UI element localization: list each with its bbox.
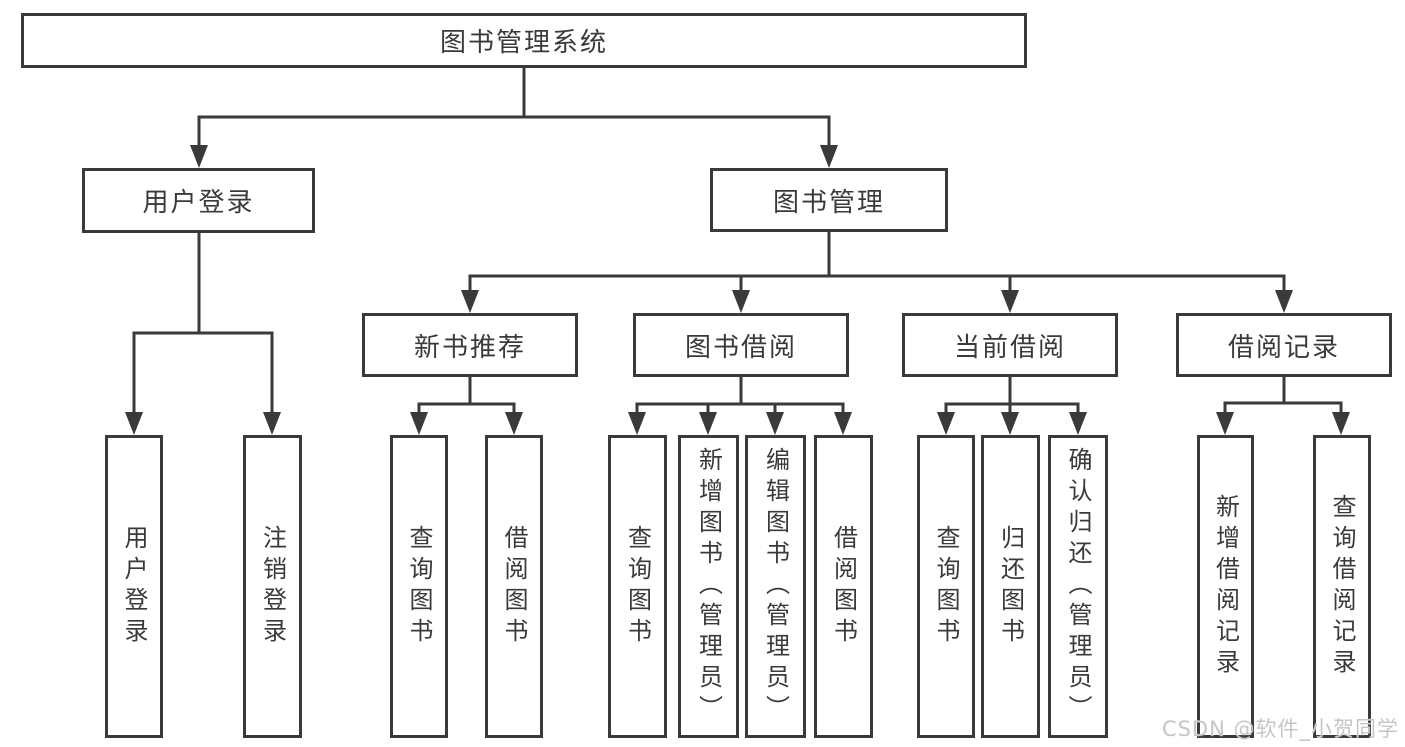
node-book-borrow: 图书借阅 xyxy=(633,313,849,377)
leaf-query-books-current: 查询图书 xyxy=(917,435,975,738)
arrow-down-icon xyxy=(628,412,646,435)
leaf-logout-label: 注销登录 xyxy=(258,524,287,649)
leaf-user-login: 用户登录 xyxy=(105,435,163,738)
arrow-down-icon xyxy=(1001,290,1019,313)
arrow-down-icon xyxy=(410,412,428,435)
leaf-query-borrow-record: 查询借阅记录 xyxy=(1313,435,1371,738)
arrow-down-icon xyxy=(1275,290,1293,313)
leaf-borrow-books-recommend-label: 借阅图书 xyxy=(500,524,528,649)
connector-bookborrow-to-leaves xyxy=(635,375,845,419)
arrow-down-icon xyxy=(834,412,852,435)
leaf-borrow-books-recommend: 借阅图书 xyxy=(485,435,543,738)
arrow-down-icon xyxy=(766,412,784,435)
leaf-add-borrow-record-label: 新增借阅记录 xyxy=(1211,493,1240,680)
leaf-add-books-admin-label: 新增图书（管理员） xyxy=(694,447,723,726)
node-current-borrow: 当前借阅 xyxy=(902,313,1118,377)
watermark: CSDN @软件_小贺同学 xyxy=(1161,717,1399,741)
node-book-management-label: 图书管理 xyxy=(772,187,885,218)
leaf-query-books-borrow-label: 查询图书 xyxy=(623,524,652,649)
arrow-down-icon xyxy=(263,412,281,435)
node-borrow-records-label: 借阅记录 xyxy=(1227,332,1340,363)
node-book-management: 图书管理 xyxy=(710,168,948,232)
leaf-logout: 注销登录 xyxy=(243,435,302,738)
connector-root-to-l2 xyxy=(197,66,831,152)
arrow-down-icon xyxy=(1001,412,1019,435)
node-borrow-records: 借阅记录 xyxy=(1176,313,1392,377)
leaf-query-books-current-label: 查询图书 xyxy=(932,524,960,649)
node-user-login: 用户登录 xyxy=(82,168,315,233)
leaf-query-books-recommend: 查询图书 xyxy=(390,435,448,738)
leaf-user-login-label: 用户登录 xyxy=(120,524,148,649)
connector-newbook-to-leaves xyxy=(417,375,516,419)
leaf-return-books: 归还图书 xyxy=(981,435,1040,738)
leaf-edit-books-admin: 编辑图书（管理员） xyxy=(745,435,806,738)
connector-borrowrecords-to-leaves xyxy=(1223,375,1343,419)
leaf-return-books-label: 归还图书 xyxy=(996,524,1025,649)
arrow-down-icon xyxy=(461,290,479,313)
leaf-query-borrow-record-label: 查询借阅记录 xyxy=(1328,493,1356,680)
leaf-add-borrow-record: 新增借阅记录 xyxy=(1197,435,1254,738)
leaf-query-books-recommend-label: 查询图书 xyxy=(405,524,433,649)
arrow-down-icon xyxy=(937,412,955,435)
arrowheads xyxy=(125,145,1350,435)
node-new-book-recommend: 新书推荐 xyxy=(362,313,578,377)
node-new-book-recommend-label: 新书推荐 xyxy=(413,332,526,363)
arrow-down-icon xyxy=(125,412,143,435)
node-current-borrow-label: 当前借阅 xyxy=(953,332,1066,363)
connector-bookmgmt-to-l3 xyxy=(468,230,1286,299)
leaf-confirm-return-admin-label: 确认归还（管理员） xyxy=(1064,447,1092,726)
leaf-confirm-return-admin: 确认归还（管理员） xyxy=(1048,435,1108,738)
arrow-down-icon xyxy=(190,145,208,168)
leaf-add-books-admin: 新增图书（管理员） xyxy=(678,435,739,738)
node-root-system-label: 图书管理系统 xyxy=(439,28,608,58)
arrow-down-icon xyxy=(820,145,838,168)
leaf-edit-books-admin-label: 编辑图书（管理员） xyxy=(761,447,790,726)
leaf-query-books-borrow: 查询图书 xyxy=(608,435,667,738)
connector-currentborrow-to-leaves xyxy=(944,375,1080,419)
arrow-down-icon xyxy=(505,412,523,435)
arrow-down-icon xyxy=(1332,412,1350,435)
connector-userlogin-to-leaves xyxy=(132,231,274,419)
arrow-down-icon xyxy=(699,412,717,435)
leaf-borrow-books: 借阅图书 xyxy=(814,435,873,738)
node-root-system: 图书管理系统 xyxy=(21,13,1027,68)
arrow-down-icon xyxy=(1216,412,1234,435)
arrow-down-icon xyxy=(732,290,750,313)
arrow-down-icon xyxy=(1069,412,1087,435)
node-book-borrow-label: 图书借阅 xyxy=(684,332,797,363)
node-user-login-label: 用户登录 xyxy=(142,188,255,218)
leaf-borrow-books-label: 借阅图书 xyxy=(829,524,858,649)
